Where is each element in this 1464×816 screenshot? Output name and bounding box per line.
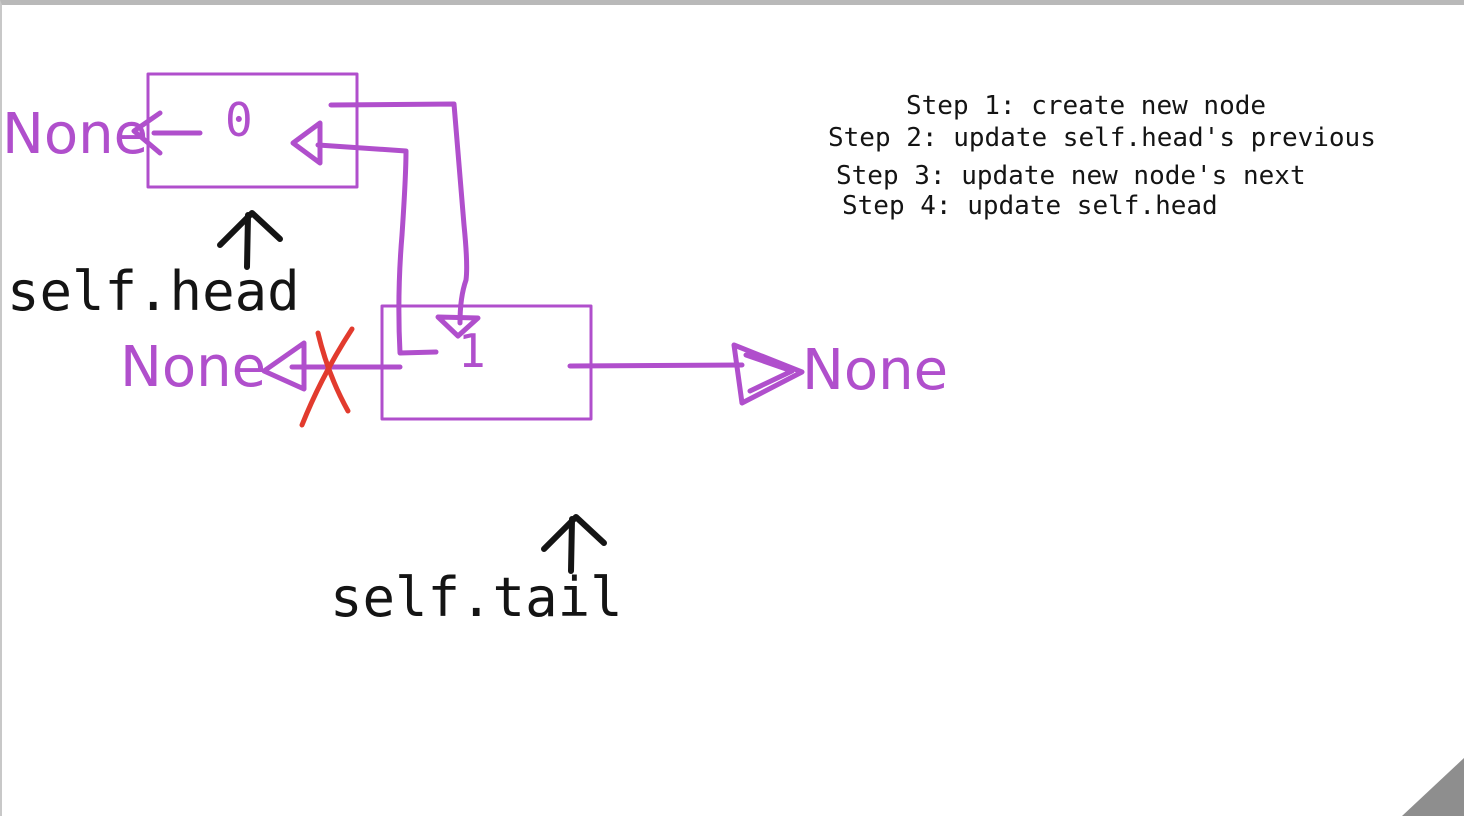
removed-link-mark [299,326,355,428]
none-tail-next-label: None [802,338,949,403]
self-tail-pointer-arrow [541,514,607,574]
tail-node-value: 1 [458,324,486,378]
head-node-box [146,72,359,189]
tail-node-box [380,304,593,421]
step-2-text: Step 2: update self.head's previous [828,123,1376,153]
none-head-prev-label: None [2,102,149,167]
step-1-text: Step 1: create new node [906,91,1267,121]
tail-next-arrow [567,342,805,406]
linked-list-diagram [131,72,805,574]
head-node-value: 0 [225,93,253,147]
none-tail-prev-label: None [120,335,267,400]
step-3-text: Step 3: update new node's next [836,161,1306,191]
self-head-label: self.head [7,260,300,323]
head-prev-arrow [131,110,203,156]
page-corner-fold [1402,758,1464,816]
tail-prev-to-head-arrow [290,120,439,356]
self-tail-label: self.tail [330,566,623,629]
head-next-arrow [328,101,481,339]
self-head-pointer-arrow [217,210,283,270]
step-4-text: Step 4: update self.head [842,191,1218,221]
tail-prev-none-arrow [261,340,403,392]
